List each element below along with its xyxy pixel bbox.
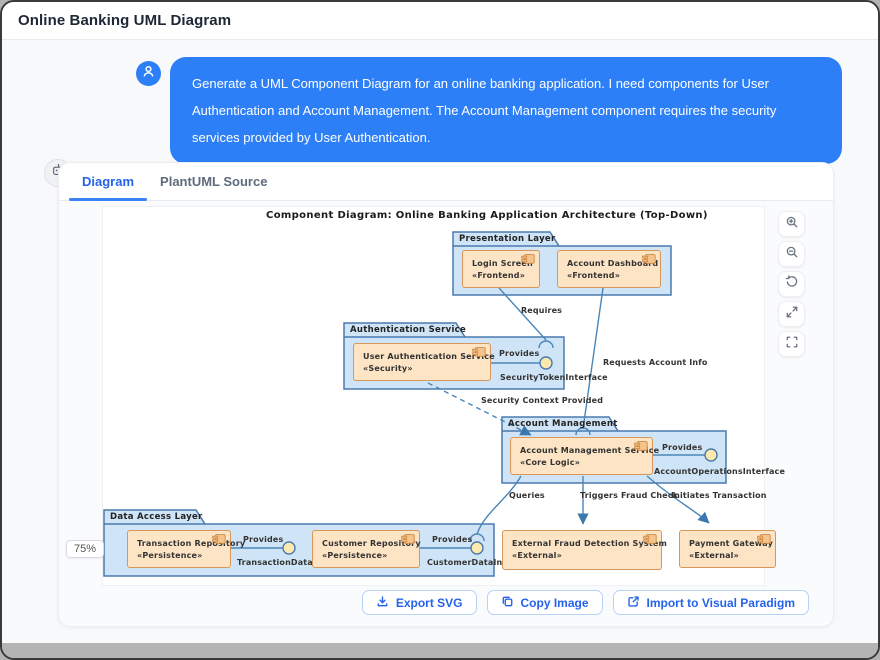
download-icon	[376, 595, 389, 611]
window-bottom-edge	[2, 643, 878, 658]
page-title: Online Banking UML Diagram	[18, 12, 232, 29]
zoom-controls	[778, 211, 805, 357]
expand-button[interactable]	[778, 301, 805, 327]
zoom-out-button[interactable]	[778, 241, 805, 267]
fullscreen-button[interactable]	[778, 331, 805, 357]
zoom-out-icon	[785, 245, 799, 264]
expand-icon	[785, 305, 799, 324]
reset-view-button[interactable]	[778, 271, 805, 297]
external-link-icon	[627, 595, 640, 611]
reset-view-icon	[785, 274, 799, 294]
tab-bar: Diagram PlantUML Source	[59, 163, 833, 201]
zoom-level-badge: 75%	[66, 540, 105, 558]
active-tab-underline	[69, 198, 148, 201]
tab-plantuml-source[interactable]: PlantUML Source	[160, 174, 268, 189]
tab-diagram[interactable]: Diagram	[69, 163, 148, 201]
fullscreen-icon	[785, 335, 799, 354]
copy-icon	[501, 595, 514, 611]
export-svg-button[interactable]: Export SVG	[361, 590, 477, 615]
zoom-in-button[interactable]	[778, 211, 805, 237]
user-message-bubble: Generate a UML Component Diagram for an …	[170, 57, 842, 164]
user-icon	[141, 64, 156, 84]
diagram-canvas[interactable]	[102, 206, 765, 586]
action-buttons: Export SVG Copy Image Import to Visua	[361, 590, 809, 615]
zoom-in-icon	[785, 215, 799, 234]
import-visual-paradigm-button[interactable]: Import to Visual Paradigm	[612, 590, 809, 615]
header: Online Banking UML Diagram	[2, 2, 878, 40]
copy-image-button[interactable]: Copy Image	[486, 590, 603, 615]
user-avatar	[136, 61, 161, 86]
